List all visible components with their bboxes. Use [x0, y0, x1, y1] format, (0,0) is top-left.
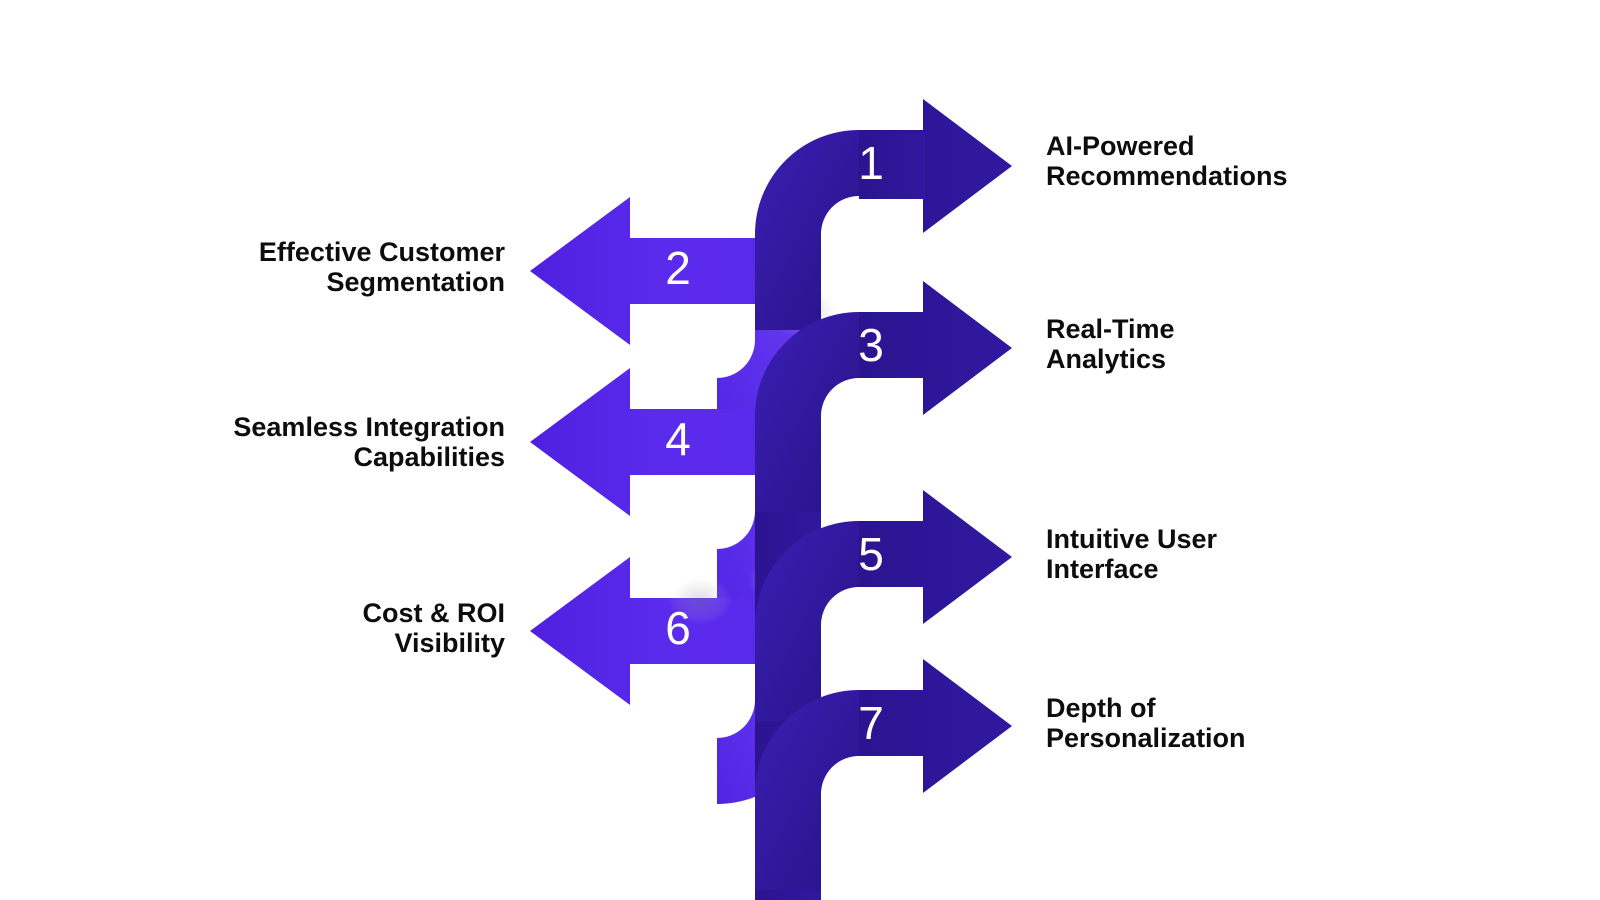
arrow-number-6: 6 [665, 602, 691, 654]
arrow-number-3: 3 [858, 319, 884, 371]
arrow-number-7: 7 [858, 697, 884, 749]
arrow-label-5: Intuitive User Interface [1046, 524, 1218, 585]
arrow-number-4: 4 [665, 413, 691, 465]
arrow-1-shape [755, 99, 1012, 330]
arrow-number-5: 5 [858, 528, 884, 580]
right-branch-group [755, 99, 1012, 900]
arrow-label-7: Depth of Personalization [1046, 693, 1246, 754]
arrow-label-1: AI-Powered Recommendations [1046, 131, 1288, 192]
arrow-7-shape [755, 659, 1012, 890]
arrow-3-shape [755, 281, 1012, 512]
arrow-number-2: 2 [665, 242, 691, 294]
overlap-shadow-lower [668, 576, 732, 624]
arrow-number-1: 1 [858, 137, 884, 189]
arrow-label-4: Seamless Integration Capabilities [233, 412, 505, 473]
arrow-label-2: Effective Customer Segmentation [258, 237, 505, 298]
arrow-5-shape [755, 490, 1012, 721]
arrow-label-3: Real-Time Analytics [1046, 314, 1175, 375]
arrow-label-6: Cost & ROI Visibility [362, 598, 505, 659]
